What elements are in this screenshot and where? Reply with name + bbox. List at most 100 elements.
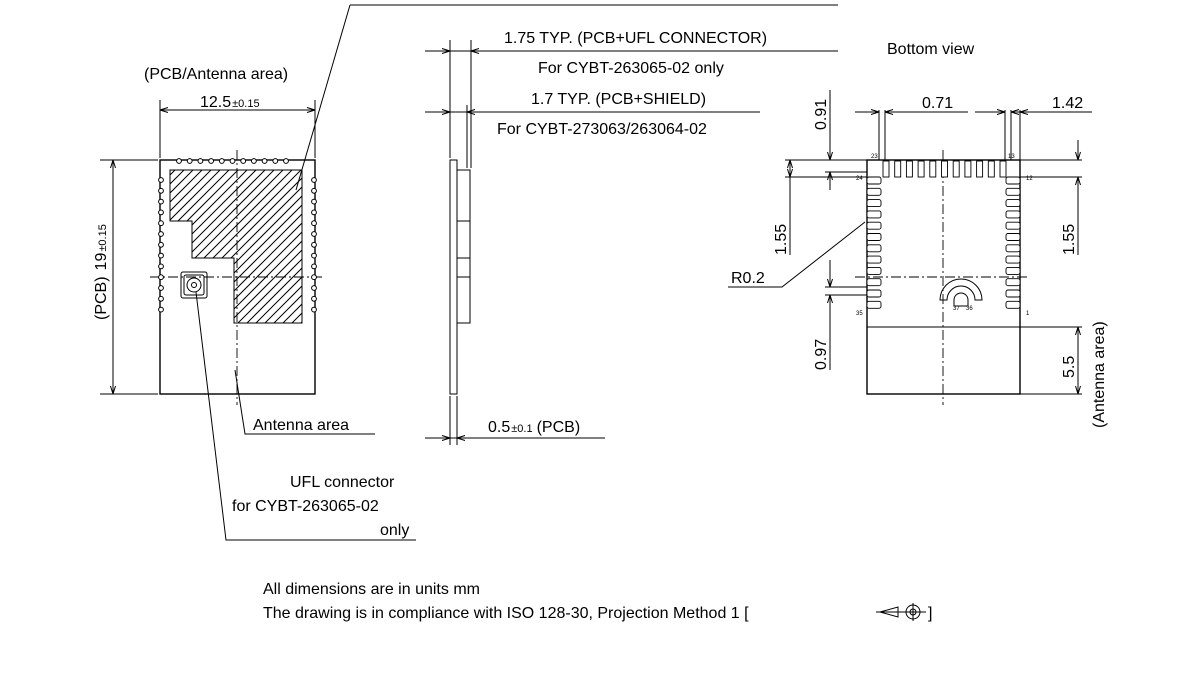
hatch-line — [266, 170, 302, 323]
pad-dot — [158, 252, 164, 259]
hatch-line — [239, 170, 302, 323]
dim-right-low: 5.5 — [1061, 356, 1078, 378]
hatch-line — [170, 170, 221, 323]
bottom-pad — [905, 160, 913, 178]
pad-dot — [158, 177, 164, 183]
bottom-pad — [866, 244, 882, 253]
hatch-line — [170, 170, 203, 323]
bottom-pad — [866, 278, 882, 287]
ufl-height-line1: 1.75 TYP. (PCB+UFL CONNECTOR) — [504, 30, 767, 47]
ufl-height-line2: For CYBT-263065-02 only — [538, 60, 724, 77]
hatch-line — [185, 170, 302, 323]
pin-label-36: 36 — [966, 306, 973, 312]
ufl-callout-line2: for CYBT-263065-02 — [232, 498, 379, 515]
dim-top-left: 0.91 — [813, 99, 830, 130]
pad-dot — [240, 158, 247, 164]
hatch-line — [170, 170, 293, 323]
hatch-line — [6, 170, 166, 330]
bottom-pad — [866, 300, 882, 309]
pad-dot — [311, 187, 317, 194]
dim-top-mid: 0.71 — [922, 95, 953, 112]
bottom-pad — [866, 187, 882, 196]
bottom-pad — [894, 160, 902, 178]
bottom-pad — [866, 176, 882, 185]
pad-dot — [218, 158, 225, 164]
bottom-pad — [964, 160, 972, 178]
hatch-line — [221, 170, 302, 323]
hatch-line — [194, 170, 302, 323]
bottom-pad — [1005, 244, 1021, 253]
bottom-pad — [1005, 300, 1021, 309]
pad-dot — [158, 209, 164, 216]
dim-left-mid: 1.55 — [773, 224, 790, 255]
pad-dot — [272, 158, 279, 164]
pad-dot — [176, 158, 182, 164]
width-dim-text: 12.5±0.15 — [200, 94, 260, 111]
pcb-thickness-text: 0.5±0.1(PCB) — [488, 419, 580, 436]
pad-dot — [158, 198, 164, 205]
hatch-line — [275, 170, 302, 323]
hatch-line — [366, 170, 526, 330]
pad-dot — [311, 285, 317, 291]
bottom-pad — [866, 233, 882, 241]
bottom-pad — [1005, 255, 1021, 264]
bottom-pad — [866, 210, 882, 219]
note-projection: The drawing is in compliance with ISO 12… — [263, 605, 749, 622]
pad-dot — [311, 231, 317, 237]
bottom-pad — [866, 199, 882, 208]
top-view-pads — [158, 158, 317, 313]
antenna-hatch — [0, 170, 526, 330]
hatch-line — [170, 170, 302, 323]
hatch-line — [230, 170, 302, 323]
pad-dot — [158, 231, 164, 237]
pad-dot — [158, 241, 164, 248]
bottom-pad — [1005, 176, 1021, 185]
pin-label-37: 37 — [953, 306, 960, 312]
pad-dot — [158, 306, 164, 313]
bottom-view-title: Bottom view — [887, 41, 975, 58]
pin-label-23: 23 — [871, 154, 878, 160]
radius-label: R0.2 — [731, 270, 765, 287]
pad-dot — [208, 158, 215, 164]
hatch-line — [248, 170, 302, 323]
hatch-line — [0, 170, 139, 330]
bottom-pad — [987, 160, 995, 178]
hatch-line — [170, 170, 257, 323]
hatch-line — [170, 170, 266, 323]
antenna-area-outline — [169, 169, 303, 324]
bottom-pad — [1005, 289, 1021, 298]
bottom-pad — [976, 160, 984, 178]
pin-label-12: 12 — [1026, 176, 1033, 182]
pcb-antenna-area-label: (PCB/Antenna area) — [144, 66, 288, 83]
top-view: 12.5±0.15 (PCB/Antenna area) (PCB)19±0.1… — [0, 4, 838, 541]
hatch-line — [170, 170, 302, 323]
hatch-line — [176, 170, 302, 323]
bottom-pad — [1005, 233, 1021, 241]
height-dim-text: (PCB)19±0.15 — [93, 224, 110, 320]
pad-dot — [158, 263, 164, 270]
pin-label-24: 24 — [856, 176, 863, 182]
pad-dot — [251, 158, 257, 164]
bottom-pad — [952, 160, 960, 178]
bottom-view: Bottom view 23 13 24 12 35 1 37 36 0.71 … — [728, 41, 1108, 428]
ufl-callout-line1: UFL connector — [290, 474, 395, 491]
notes: All dimensions are in units mm The drawi… — [263, 581, 932, 622]
hatch-line — [339, 170, 499, 330]
dim-right-mid: 1.55 — [1061, 224, 1078, 255]
bottom-pad — [999, 160, 1007, 178]
hatch-line — [170, 170, 302, 323]
bottom-view-pads — [866, 160, 1021, 309]
ufl-connector — [180, 271, 208, 299]
bottom-outline — [866, 159, 1021, 395]
hatch-line — [170, 170, 284, 323]
pad-dot — [158, 274, 164, 281]
pad-dot — [261, 158, 268, 164]
hatch-line — [170, 170, 230, 323]
hatch-line — [284, 170, 302, 323]
hatch-line — [293, 170, 302, 323]
pad-dot — [158, 285, 164, 291]
bottom-pad — [866, 289, 882, 298]
pad-dot — [186, 158, 193, 164]
pad-dot — [311, 209, 317, 216]
